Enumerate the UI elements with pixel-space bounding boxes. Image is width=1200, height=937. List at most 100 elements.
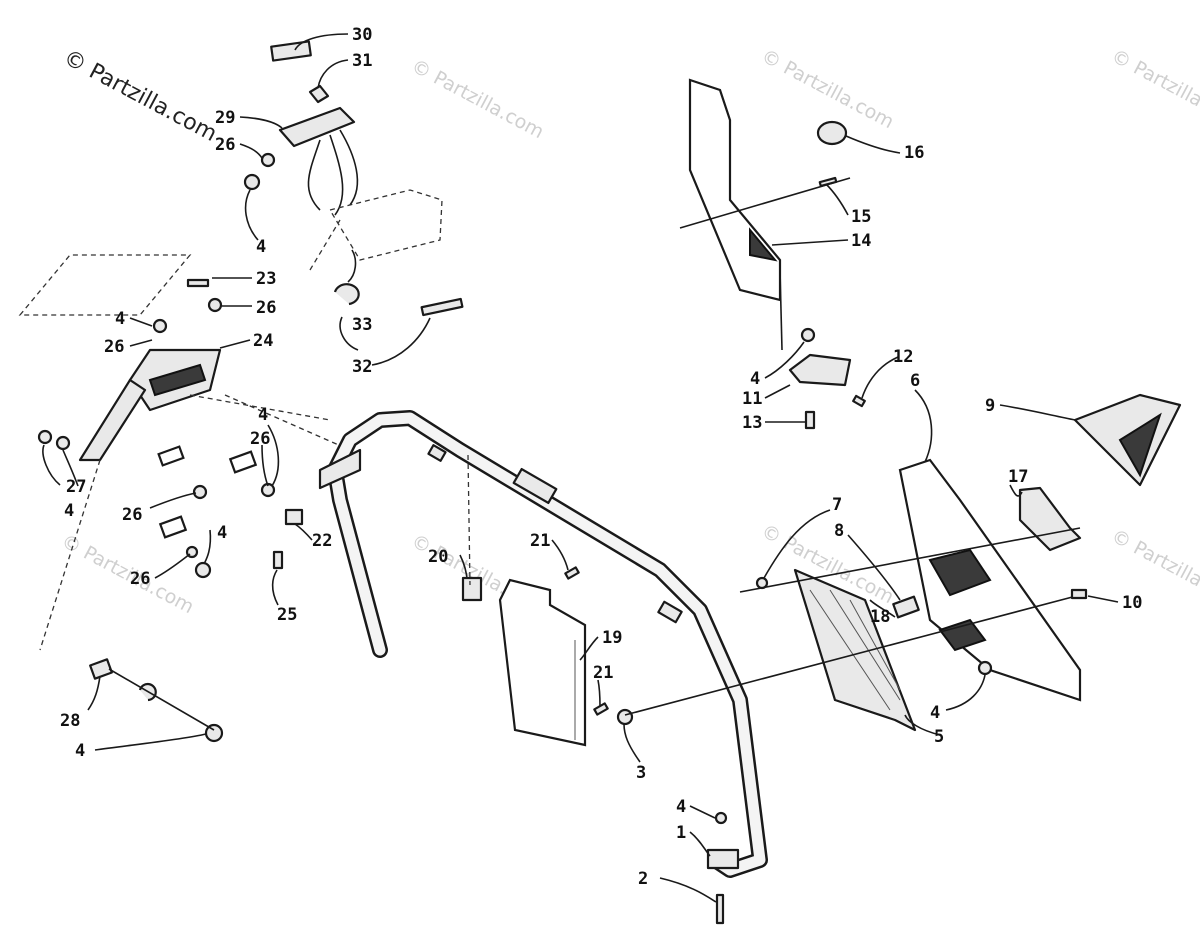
leader-18 [869, 599, 896, 618]
callout-5: 5 [934, 727, 944, 747]
watermark-text: © Partzilla.com [1108, 45, 1200, 133]
leader-6 [914, 389, 933, 463]
callout-14: 14 [851, 231, 871, 251]
leader-3 [623, 723, 641, 763]
callout-4: 4 [217, 523, 227, 543]
callout-15: 15 [851, 207, 871, 227]
leader-24 [219, 339, 251, 349]
washer-26 [207, 297, 223, 313]
tube-tab [657, 600, 683, 624]
callout-4: 4 [750, 369, 760, 389]
leader-16 [845, 135, 901, 154]
leader-4 [42, 444, 61, 486]
leader-4 [203, 529, 212, 565]
bracket-11 [788, 353, 852, 387]
leader-4 [689, 805, 716, 819]
axis-line [108, 668, 215, 731]
leader-20 [459, 554, 468, 579]
callout-4: 4 [258, 405, 268, 425]
snap-ring-33 [333, 283, 360, 306]
callout-16: 16 [904, 143, 924, 163]
callout-4: 4 [75, 741, 85, 761]
leader-7 [763, 509, 831, 579]
callout-10: 10 [1122, 593, 1142, 613]
axis-line [624, 527, 1081, 716]
leader-28 [87, 675, 101, 711]
nut-4 [194, 561, 212, 579]
leader-26 [239, 143, 263, 159]
plate-assembly [461, 454, 609, 747]
leader-8 [847, 534, 901, 601]
callout-4: 4 [115, 309, 125, 329]
callout-12: 12 [893, 347, 913, 367]
leader-2 [659, 877, 717, 903]
assembly-guide [779, 269, 783, 351]
callout-22: 22 [312, 531, 332, 551]
callout-26: 26 [256, 298, 276, 318]
leader-1 [689, 831, 711, 857]
callout-26: 26 [250, 429, 270, 449]
leader-4 [267, 424, 280, 487]
callout-32: 32 [352, 357, 372, 377]
leader-33 [339, 316, 359, 351]
leader-29 [239, 116, 283, 129]
leader-22 [294, 523, 313, 541]
leader-27 [62, 449, 79, 487]
callout-13: 13 [742, 413, 762, 433]
callout-19: 19 [602, 628, 622, 648]
cowl-assembly [624, 393, 1182, 732]
switch-assembly [243, 40, 464, 317]
callout-24: 24 [253, 331, 273, 351]
panel-6-window [938, 618, 987, 652]
nut-4 [152, 318, 168, 334]
watermarks: © Partzilla.com © Partzilla.com © Partzi… [58, 45, 1200, 618]
callout-31: 31 [352, 51, 372, 71]
leader-4 [764, 341, 805, 379]
leader-14 [771, 239, 849, 246]
panel-14 [688, 78, 782, 302]
callout-4: 4 [256, 237, 266, 257]
panel-6-window [928, 548, 992, 597]
nut-4 [243, 173, 261, 191]
watermark-text: © Partzilla.com [758, 45, 898, 133]
bolt-10 [1070, 588, 1088, 600]
leader-26 [129, 339, 153, 347]
clip-plate [228, 450, 258, 474]
plate-19 [498, 578, 587, 747]
callout-28: 28 [60, 711, 80, 731]
bumper-tube [318, 410, 768, 925]
callout-23: 23 [256, 269, 276, 289]
foot-bracket [706, 848, 740, 870]
callout-labels: 30 31 29 26 4 23 26 4 26 24 33 32 4 26 2… [60, 25, 1142, 889]
mount-bracket [318, 448, 362, 490]
callout-21: 21 [593, 663, 613, 683]
switch-body-29 [278, 106, 356, 148]
callout-8: 8 [834, 521, 844, 541]
callout-7: 7 [832, 495, 842, 515]
nut-4 [192, 484, 208, 500]
leader-26 [261, 444, 269, 487]
nut-4 [714, 811, 728, 825]
leader-11 [764, 384, 791, 399]
leader-21 [597, 679, 601, 707]
bolt-13 [804, 410, 816, 430]
leader-5 [904, 714, 941, 736]
leader-12 [861, 356, 899, 399]
callout-11: 11 [742, 389, 762, 409]
leader-32 [371, 317, 431, 366]
watermark-main: © Partzilla.com [59, 45, 221, 147]
pin-12 [852, 394, 866, 408]
callout-21: 21 [530, 531, 550, 551]
side-panel-assembly [679, 78, 866, 430]
watermark-text: © Partzilla.com [408, 55, 548, 143]
bracket-17 [1018, 486, 1082, 552]
tube-sleeve [512, 467, 558, 505]
watermark-text: © Partzilla.com [58, 530, 198, 618]
clamp-22 [284, 508, 304, 526]
grommet-3 [616, 708, 634, 726]
nut-4 [800, 327, 816, 343]
callout-4: 4 [930, 703, 940, 723]
leader-26 [149, 492, 197, 509]
clip-plate [157, 445, 185, 467]
callout-30: 30 [352, 25, 372, 45]
